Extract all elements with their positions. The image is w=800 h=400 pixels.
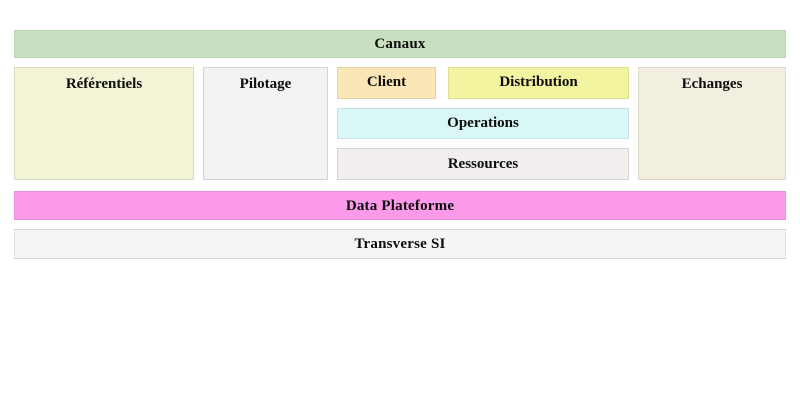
capability-map: Canaux Référentiels Pilotage Client Dist… xyxy=(14,30,786,259)
block-distribution-label: Distribution xyxy=(499,74,578,91)
block-referentiels[interactable]: Référentiels xyxy=(14,67,194,180)
band-canaux[interactable]: Canaux xyxy=(14,30,786,58)
block-operations[interactable]: Operations xyxy=(337,107,629,140)
center-top-row: Client Distribution xyxy=(337,67,629,99)
block-distribution[interactable]: Distribution xyxy=(448,67,629,99)
block-pilotage-label: Pilotage xyxy=(239,76,292,92)
band-data-plateforme-label: Data Plateforme xyxy=(345,197,455,214)
block-center-group: Client Distribution Operations Ressource… xyxy=(337,67,629,180)
capability-middle-row: Référentiels Pilotage Client Distributio… xyxy=(14,67,786,180)
block-ressources[interactable]: Ressources xyxy=(337,148,629,180)
block-echanges-label: Echanges xyxy=(681,76,743,92)
block-operations-label: Operations xyxy=(447,114,519,131)
block-echanges[interactable]: Echanges xyxy=(638,67,786,180)
block-referentiels-label: Référentiels xyxy=(65,76,143,92)
band-canaux-label: Canaux xyxy=(374,35,426,52)
band-data-plateforme[interactable]: Data Plateforme xyxy=(14,191,786,220)
block-pilotage[interactable]: Pilotage xyxy=(203,67,328,180)
band-transverse-si-label: Transverse SI xyxy=(354,235,446,252)
block-client[interactable]: Client xyxy=(337,67,436,99)
block-ressources-label: Ressources xyxy=(447,155,519,172)
block-client-label: Client xyxy=(366,74,407,91)
band-transverse-si[interactable]: Transverse SI xyxy=(14,229,786,259)
